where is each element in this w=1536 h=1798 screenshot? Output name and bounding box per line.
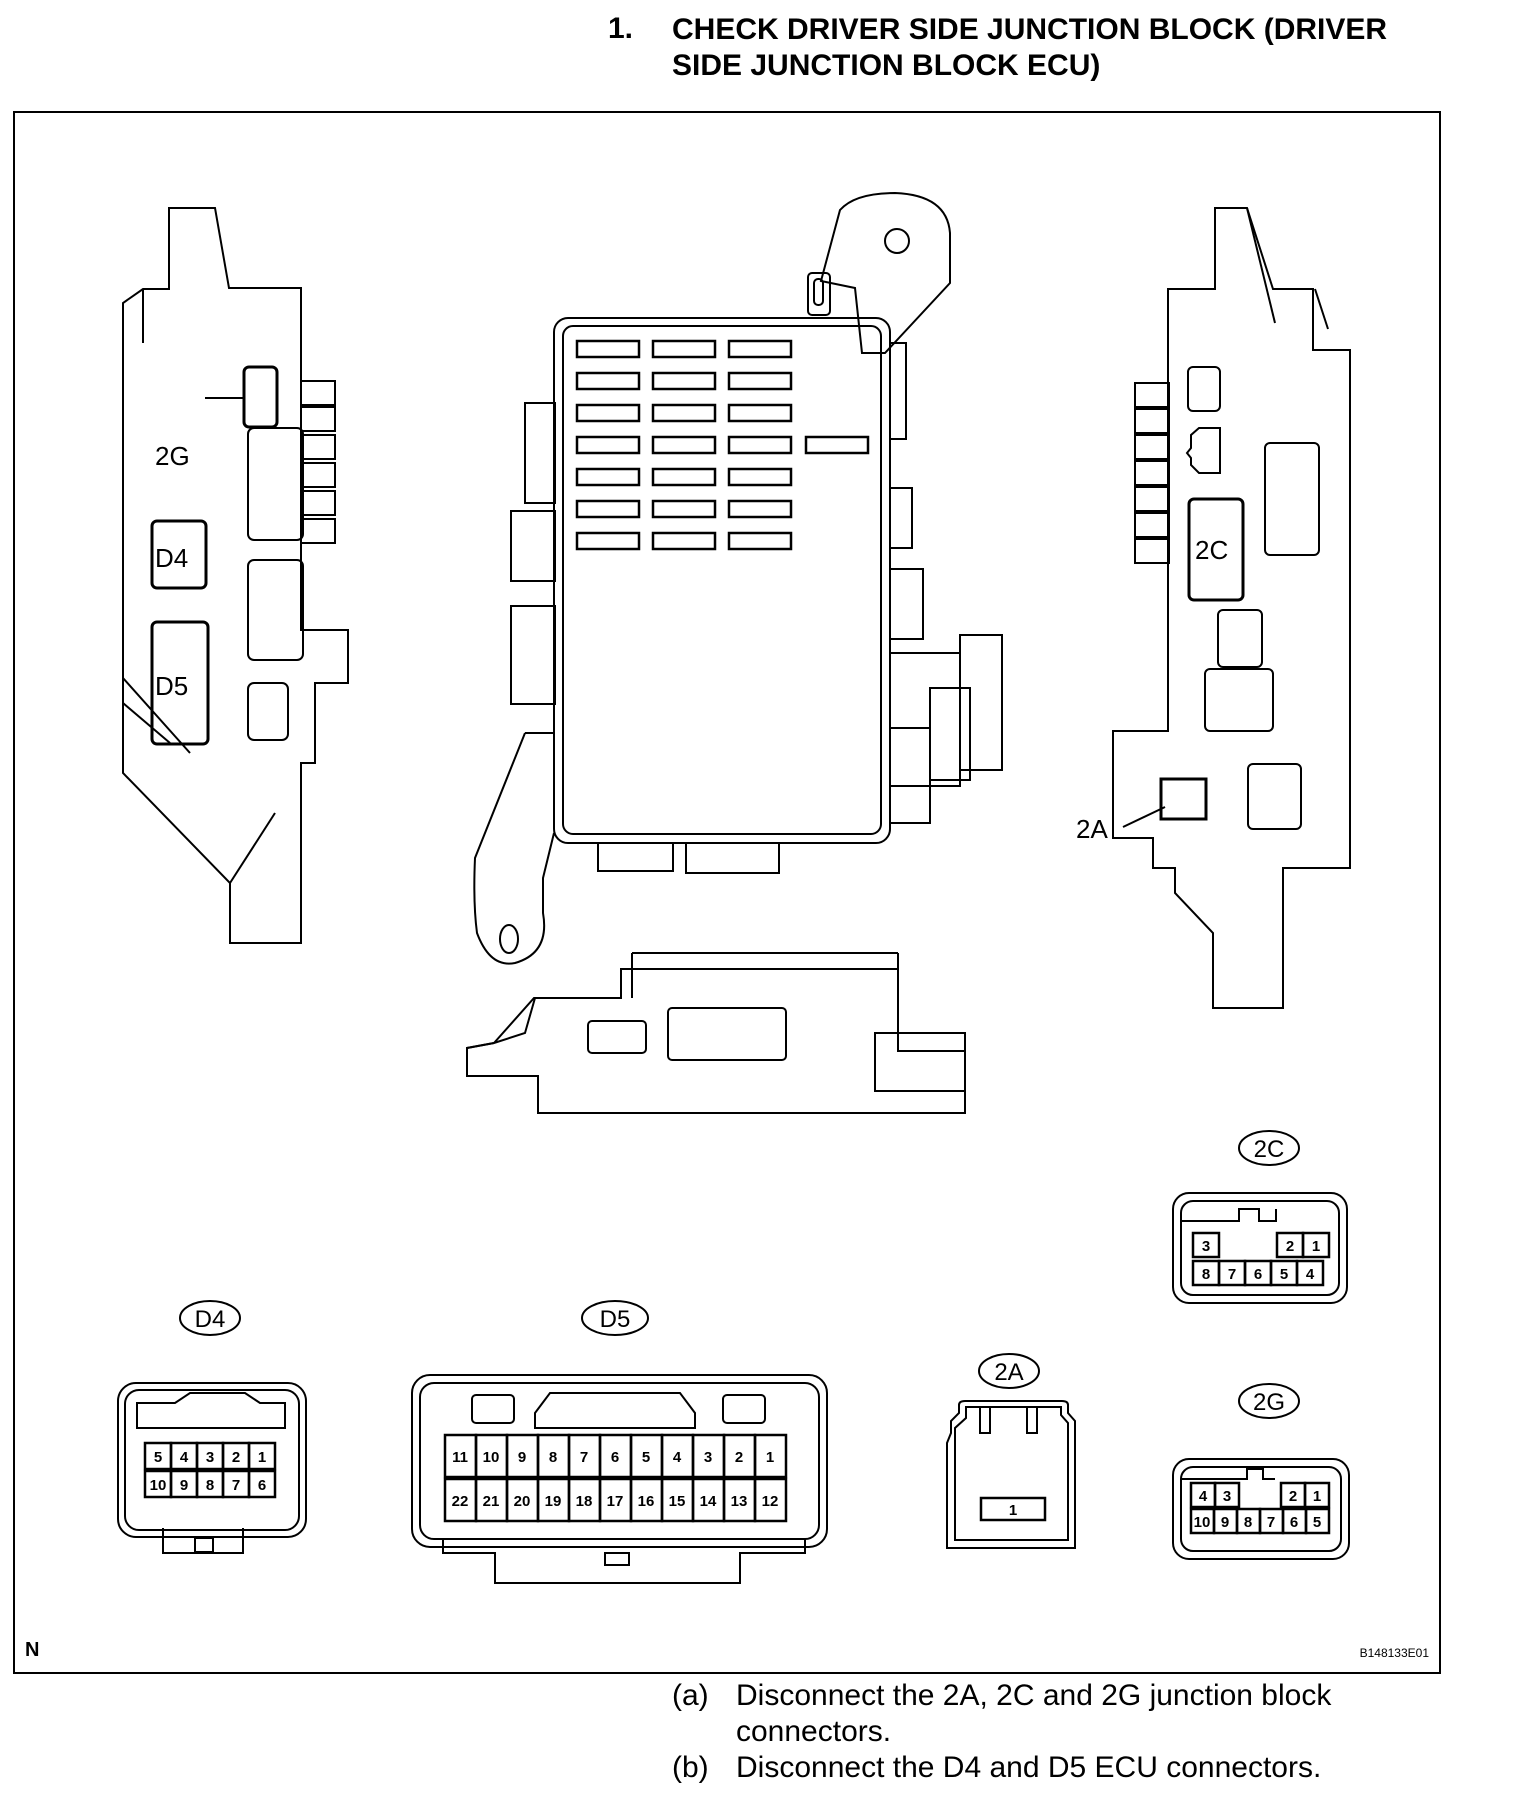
instruction-text: Disconnect the D4 and D5 ECU connectors. <box>736 1751 1322 1784</box>
pin-label: 4 <box>673 1449 682 1466</box>
pin-label: 5 <box>154 1449 162 1466</box>
pin-label: 2 <box>232 1449 240 1466</box>
pin-label: 12 <box>762 1493 779 1510</box>
pin-label: 7 <box>580 1449 588 1466</box>
pin-label: 5 <box>1280 1266 1288 1283</box>
pin-label: 18 <box>576 1493 593 1510</box>
step-title: CHECK DRIVER SIDE JUNCTION BLOCK (DRIVER… <box>672 13 1388 82</box>
callout-2a: 2A <box>1076 814 1108 844</box>
connector-d5 <box>411 1300 828 1584</box>
bottom-top-view <box>466 952 966 1114</box>
connector-d5-location <box>150 620 210 746</box>
pin-label: 2 <box>735 1449 743 1466</box>
label-2c: 2C <box>1254 1136 1285 1163</box>
pin-label: 2 <box>1289 1488 1297 1505</box>
pin-label: 21 <box>483 1493 500 1510</box>
center-front-view <box>473 191 1003 965</box>
pin-label: 3 <box>704 1449 712 1466</box>
instruction-text: Disconnect the 2A, 2C and 2G junction bl… <box>736 1679 1332 1748</box>
connector-2c-location <box>1187 497 1245 602</box>
pin-label: 6 <box>1254 1266 1262 1283</box>
connector-d4 <box>117 1300 307 1554</box>
pin-label: 4 <box>180 1449 189 1466</box>
pin-label: 8 <box>206 1477 214 1494</box>
pin-label: 17 <box>607 1493 624 1510</box>
pin-label: 4 <box>1306 1266 1315 1283</box>
instruction-label: (b) <box>672 1751 709 1784</box>
junction-block-figure: 2G D4 D5 2C 2A 2C D4 D5 2A 2G 3 2 1 8 7 … <box>13 111 1441 1674</box>
pin-label: 3 <box>206 1449 214 1466</box>
pin-label: 5 <box>642 1449 650 1466</box>
pin-label: 10 <box>1194 1514 1211 1531</box>
pin-label: 13 <box>731 1493 748 1510</box>
pin-label: 7 <box>1267 1514 1275 1531</box>
pin-label: 3 <box>1202 1238 1210 1255</box>
connector-2a <box>946 1353 1076 1549</box>
pin-label: 9 <box>518 1449 526 1466</box>
callout-d5: D5 <box>155 671 188 701</box>
pin-label: 7 <box>1228 1266 1236 1283</box>
pin-label: 11 <box>452 1449 468 1466</box>
instruction-list: (a) Disconnect the 2A, 2C and 2G junctio… <box>672 1678 1432 1786</box>
pin-label: 1 <box>1009 1502 1017 1519</box>
figure-corner-mark: N <box>25 1639 40 1661</box>
label-d5: D5 <box>600 1306 631 1333</box>
pin-label: 20 <box>514 1493 531 1510</box>
pin-label: 6 <box>258 1477 266 1494</box>
label-2a: 2A <box>994 1359 1023 1386</box>
pin-label: 6 <box>611 1449 619 1466</box>
pin-label: 8 <box>549 1449 557 1466</box>
callout-2c: 2C <box>1195 535 1228 565</box>
pin-label: 2 <box>1286 1238 1294 1255</box>
label-d4: D4 <box>195 1306 226 1333</box>
instruction-item: (a) Disconnect the 2A, 2C and 2G junctio… <box>672 1678 1432 1750</box>
pin-label: 10 <box>150 1477 167 1494</box>
pin-label: 9 <box>1221 1514 1229 1531</box>
pin-label: 3 <box>1223 1488 1231 1505</box>
instruction-label: (a) <box>672 1679 709 1712</box>
pin-label: 5 <box>1313 1514 1321 1531</box>
step-number: 1. <box>608 12 634 45</box>
callout-2g: 2G <box>155 441 190 471</box>
connector-d4-location <box>150 519 208 590</box>
pin-label: 14 <box>700 1493 717 1510</box>
pin-label: 22 <box>452 1493 469 1510</box>
pin-label: 1 <box>1313 1488 1321 1505</box>
connector-2a-location <box>1159 777 1208 821</box>
connector-2c <box>1172 1130 1348 1304</box>
pin-label: 8 <box>1244 1514 1252 1531</box>
pin-label: 1 <box>258 1449 266 1466</box>
right-side-view <box>1112 207 1351 1009</box>
connector-2g-location <box>242 365 279 429</box>
left-side-view <box>122 207 349 944</box>
instruction-item: (b) Disconnect the D4 and D5 ECU connect… <box>672 1750 1432 1786</box>
figure-drawing: 2G D4 D5 2C 2A 2C D4 D5 2A 2G 3 2 1 8 7 … <box>117 191 1351 1584</box>
connector-2g <box>1172 1383 1350 1560</box>
pin-label: 16 <box>638 1493 655 1510</box>
pin-label: 4 <box>1199 1488 1208 1505</box>
pin-label: 6 <box>1290 1514 1298 1531</box>
pin-label: 19 <box>545 1493 562 1510</box>
callout-d4: D4 <box>155 543 188 573</box>
pin-label: 8 <box>1202 1266 1210 1283</box>
pin-label: 15 <box>669 1493 686 1510</box>
label-2g: 2G <box>1253 1389 1285 1416</box>
pin-label: 10 <box>483 1449 500 1466</box>
pin-label: 9 <box>180 1477 188 1494</box>
figure-id: B148133E01 <box>1359 1646 1429 1660</box>
pin-label: 7 <box>232 1477 240 1494</box>
pin-label: 1 <box>1312 1238 1320 1255</box>
pin-label: 1 <box>766 1449 774 1466</box>
